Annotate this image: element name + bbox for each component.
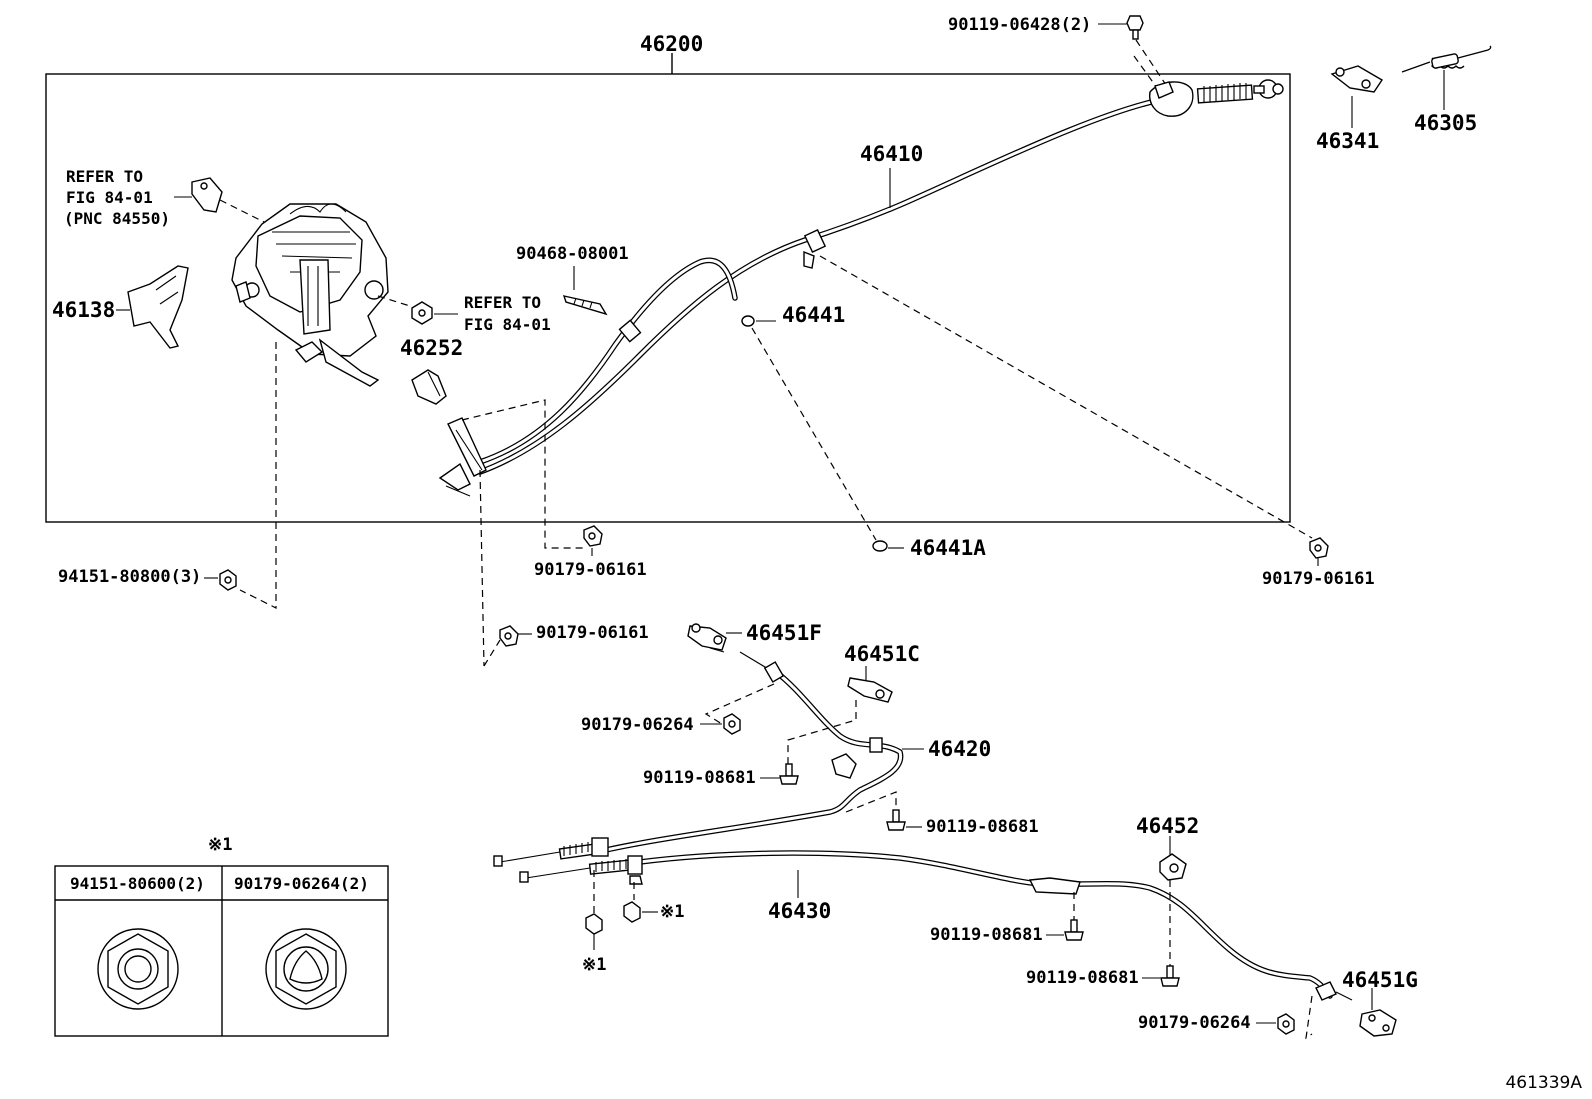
refer-upper-line3: (PNC 84550)	[64, 209, 170, 228]
nut-left-icon	[219, 569, 237, 591]
nut-lower-icon	[499, 625, 519, 647]
label-46441: 46441	[782, 303, 845, 327]
label-mark-b: ※1	[582, 955, 606, 975]
bracket-46451G-icon	[1359, 1009, 1397, 1037]
label-bolt-top: 90119-06428(2)	[948, 15, 1091, 35]
bolt-08681-a-icon	[779, 763, 799, 785]
clip-46252-icon	[411, 369, 447, 405]
clip-refer-upper-icon	[191, 177, 223, 213]
label-46305: 46305	[1414, 111, 1477, 135]
hex-nut-locking-icon	[265, 928, 347, 1010]
label-nut-mid: 90179-06161	[534, 560, 647, 580]
cable-46430	[519, 850, 1353, 1001]
nut-06264-b-icon	[1277, 1013, 1295, 1035]
refer-upper-line1: REFER TO	[66, 167, 143, 186]
figure-id: 461339A	[1505, 1073, 1582, 1093]
clamp-90468-icon	[562, 295, 608, 316]
label-46451C: 46451C	[844, 642, 920, 666]
bolt-top-icon	[1126, 15, 1144, 40]
legend-col2: 90179-06264(2)	[234, 874, 369, 893]
bracket-46451F-icon	[687, 623, 727, 653]
legend-table: ※1 94151-80600(2) 90179-06264(2)	[54, 835, 389, 1037]
refer-right-line2: FIG 84-01	[464, 315, 551, 334]
nut-06264-a-icon	[723, 713, 741, 735]
bracket-46138-icon	[127, 265, 189, 349]
label-46138: 46138	[52, 298, 115, 322]
refer-right-line1: REFER TO	[464, 293, 541, 312]
bolt-08681-d-icon	[1160, 965, 1180, 987]
nut-mark-a-icon	[623, 901, 641, 923]
label-46420: 46420	[928, 737, 991, 761]
clip-46451C-icon	[847, 677, 893, 703]
label-bolt-08681-c: 90119-08681	[930, 925, 1043, 945]
spring-46305-icon	[1401, 45, 1492, 73]
label-bolt-08681-d: 90119-08681	[1026, 968, 1139, 988]
label-nut-06264-b: 90179-06264	[1138, 1013, 1251, 1033]
cable-lever	[438, 417, 487, 497]
label-46252: 46252	[400, 336, 463, 360]
bolt-refer-right-icon	[411, 301, 433, 325]
hex-nut-flanged-icon	[97, 928, 179, 1010]
label-nut-right: 90179-06161	[1262, 569, 1375, 589]
bolt-08681-b-icon	[886, 809, 906, 831]
grommet-46441-icon	[741, 315, 755, 327]
assembly-46200-frame	[45, 73, 1291, 523]
nut-mark-b-icon	[585, 913, 603, 935]
label-nut-06264-a: 90179-06264	[581, 715, 694, 735]
nut-right-icon	[1309, 537, 1329, 559]
label-nut-left: 94151-80800(3)	[58, 567, 201, 587]
label-mark-a: ※1	[660, 902, 684, 922]
label-46441A: 46441A	[910, 536, 986, 560]
label-90468: 90468-08001	[516, 244, 629, 264]
parking-brake-pedal-assembly-icon	[231, 203, 389, 387]
label-46410: 46410	[860, 142, 923, 166]
bolt-08681-c-icon	[1064, 919, 1084, 941]
label-46451G: 46451G	[1342, 968, 1418, 992]
label-bolt-08681-a: 90119-08681	[643, 768, 756, 788]
clamp-46452-icon	[1159, 853, 1187, 881]
nut-mid-icon	[583, 525, 603, 547]
cable-46420	[493, 651, 904, 867]
legend-col1: 94151-80600(2)	[70, 874, 205, 893]
label-46200: 46200	[640, 32, 703, 56]
label-46341: 46341	[1316, 129, 1379, 153]
label-bolt-08681-b: 90119-08681	[926, 817, 1039, 837]
label-nut-lower: 90179-06161	[536, 623, 649, 643]
refer-upper-line2: FIG 84-01	[66, 188, 153, 207]
label-46452: 46452	[1136, 814, 1199, 838]
grommet-46441A-icon	[872, 540, 888, 552]
label-46451F: 46451F	[746, 621, 822, 645]
cable-46410	[477, 79, 1284, 475]
bracket-46341-icon	[1330, 65, 1383, 93]
label-46430: 46430	[768, 899, 831, 923]
legend-mark: ※1	[208, 835, 232, 855]
